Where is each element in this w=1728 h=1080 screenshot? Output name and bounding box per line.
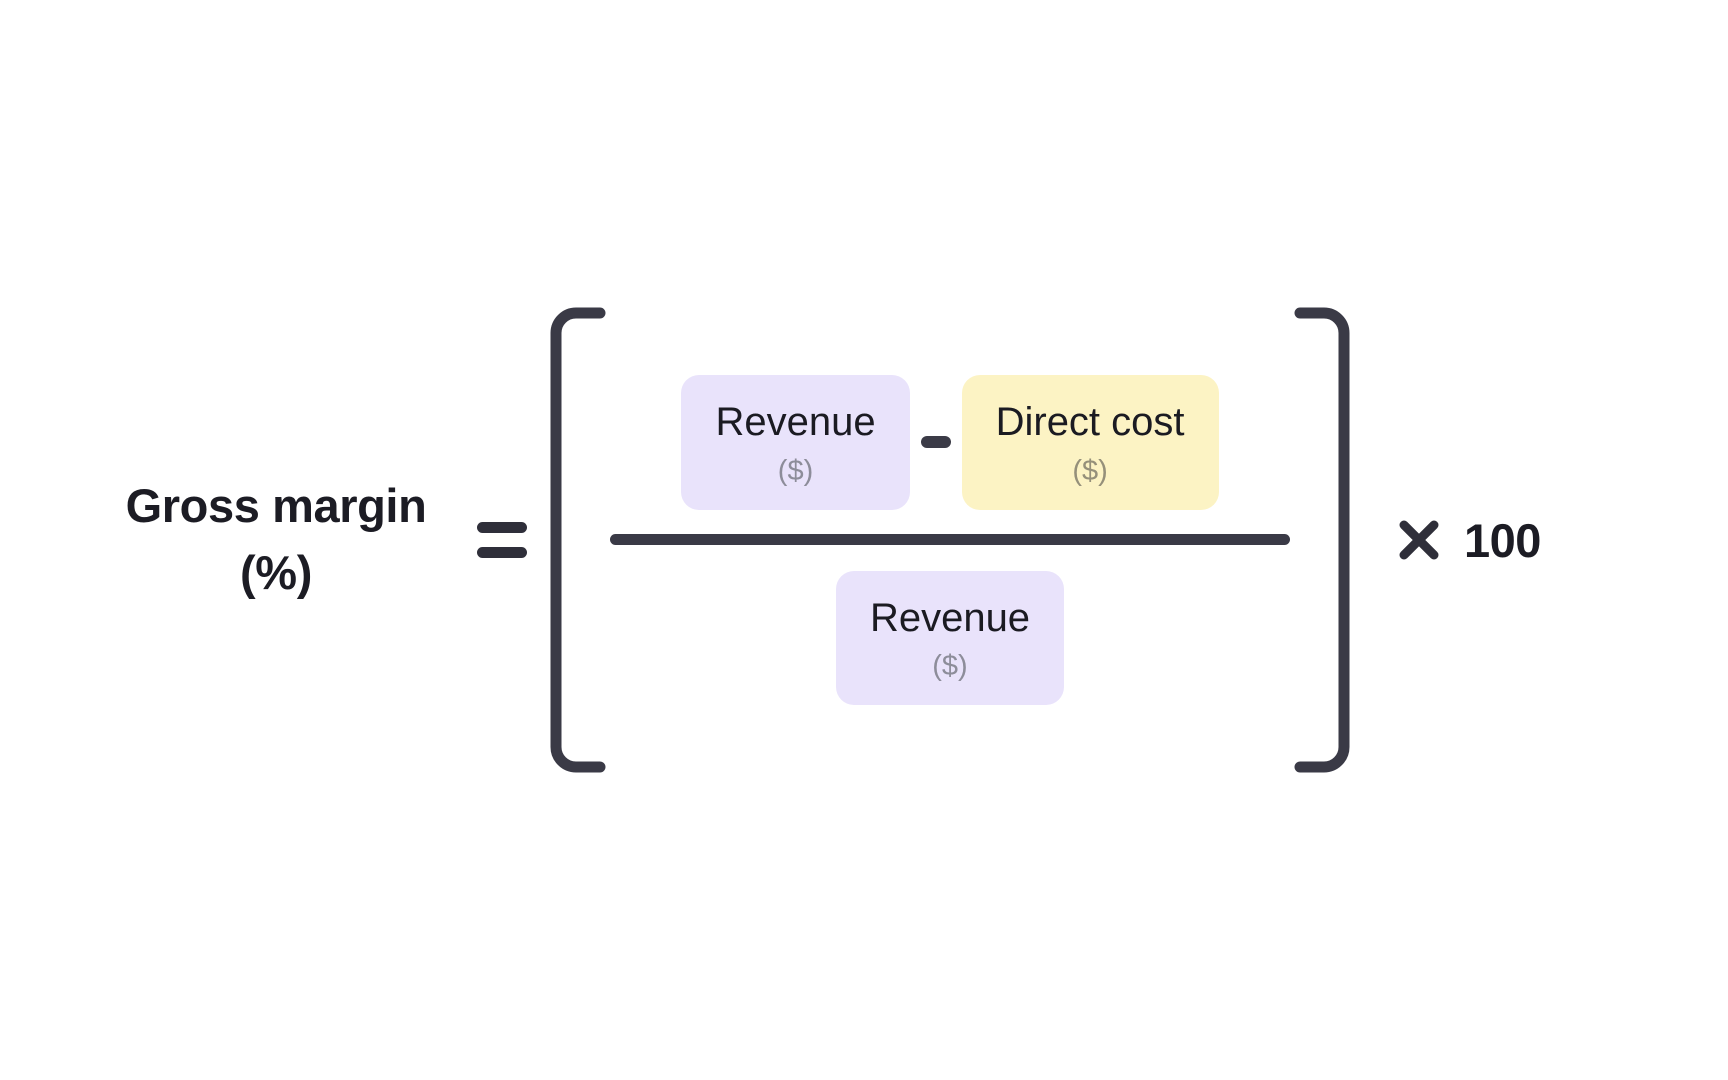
term-title: Revenue xyxy=(869,595,1031,640)
term-direct-cost: Direct cost ($) xyxy=(961,375,1219,510)
formula-equation: Gross margin (%) Revenue ($) xyxy=(96,305,1541,775)
bracket-left-icon xyxy=(548,305,606,775)
result-label-line-1: Gross margin xyxy=(125,479,427,533)
term-unit: ($) xyxy=(932,649,968,682)
minus-bar xyxy=(920,436,951,449)
multiplier-value: 100 xyxy=(1464,513,1541,567)
bracket-right-icon xyxy=(1294,305,1352,775)
term-revenue-numerator: Revenue ($) xyxy=(681,375,910,510)
equals-bar-bottom xyxy=(477,547,527,558)
fraction-bar xyxy=(610,533,1290,545)
term-title: Revenue xyxy=(715,400,876,445)
multiply-icon xyxy=(1396,517,1442,563)
multiplier-group: 100 xyxy=(1396,513,1541,568)
equals-bar-top xyxy=(477,522,527,533)
term-title: Direct cost xyxy=(995,400,1185,445)
fraction-denominator: Revenue ($) xyxy=(835,570,1065,705)
result-label-line-2: (%) xyxy=(240,546,312,599)
minus-icon xyxy=(910,436,962,449)
term-unit: ($) xyxy=(777,454,814,487)
fraction-numerator: Revenue ($) Direct cost ($) xyxy=(681,375,1219,510)
fraction: Revenue ($) Direct cost ($) Revenue xyxy=(606,305,1294,775)
term-unit: ($) xyxy=(1072,454,1108,487)
bracketed-fraction: Revenue ($) Direct cost ($) Revenue xyxy=(548,305,1352,775)
result-label: Gross margin (%) xyxy=(96,473,456,606)
equals-icon xyxy=(456,522,548,558)
term-revenue-denominator: Revenue ($) xyxy=(835,570,1065,705)
